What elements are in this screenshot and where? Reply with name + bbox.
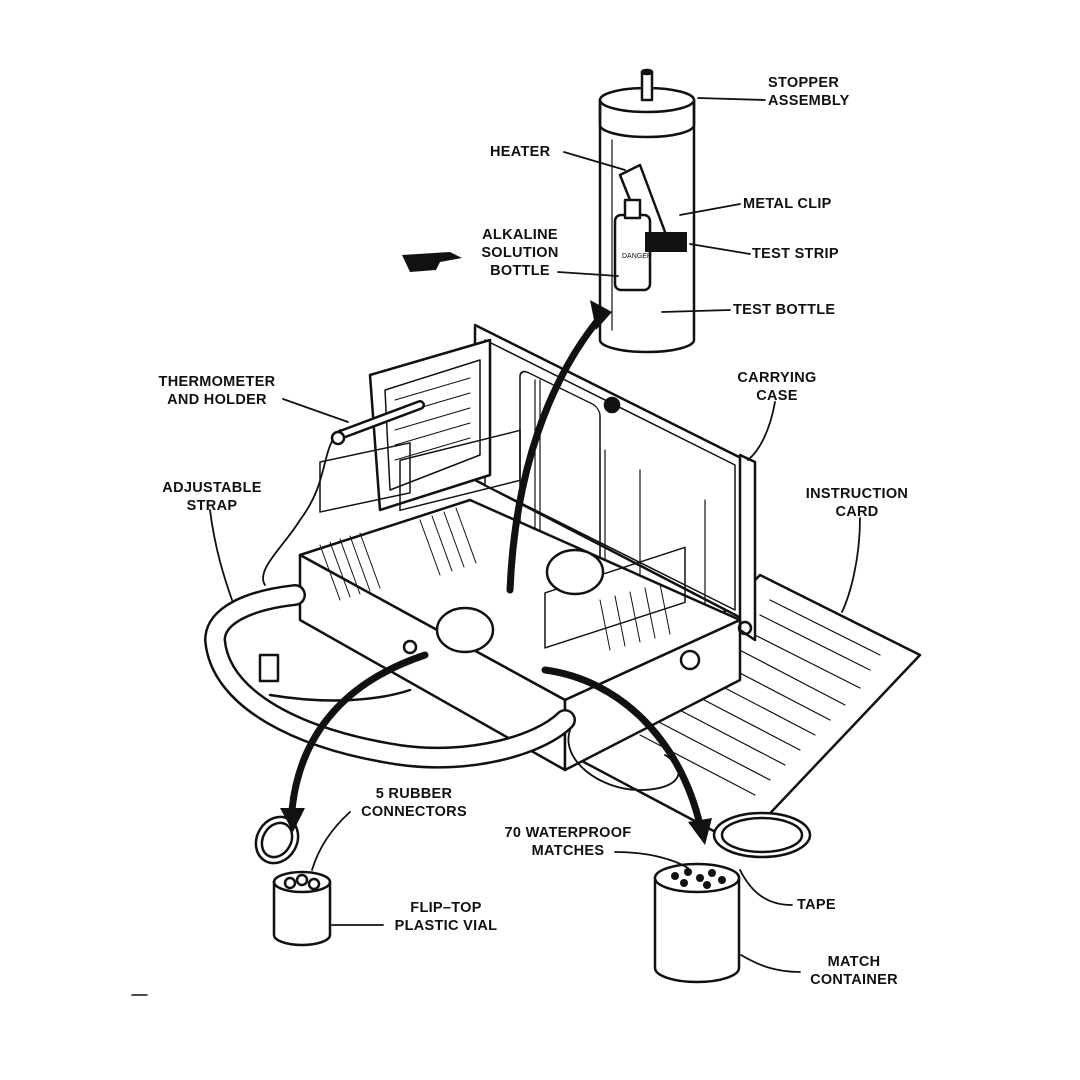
label-waterproof-matches: 70 WATERPROOF MATCHES (505, 824, 632, 860)
label-flip-top-plastic-vial: FLIP–TOP PLASTIC VIAL (395, 899, 498, 935)
pointing-hand-icon (402, 252, 462, 272)
label-line: CASE (756, 388, 798, 404)
label-heater: HEATER (490, 144, 551, 160)
label-rubber-connectors: 5 RUBBER CONNECTORS (361, 785, 467, 821)
label-line: FLIP–TOP (410, 900, 482, 916)
match-container-drawing (653, 811, 812, 984)
label-line: BOTTLE (490, 263, 550, 279)
label-line: ASSEMBLY (768, 93, 850, 109)
label-line: THERMOMETER (158, 374, 276, 390)
label-test-bottle: TEST BOTTLE (733, 302, 836, 318)
thermometer-drawing (330, 400, 425, 446)
label-line: MATCHES (531, 843, 605, 859)
label-line: STRAP (186, 498, 238, 514)
flip-top-vial-drawing (254, 815, 332, 947)
label-alkaline-solution-bottle: ALKALINE SOLUTION BOTTLE (481, 226, 558, 280)
label-line: AND HOLDER (167, 392, 267, 408)
svg-text:DANGER: DANGER (622, 253, 652, 260)
label-line: PLASTIC VIAL (394, 918, 498, 934)
label-line: CONTAINER (810, 972, 898, 988)
label-test-strip: TEST STRIP (752, 246, 839, 262)
label-line: CARD (835, 504, 879, 520)
label-line: INSTRUCTION (805, 486, 909, 502)
label-line: SOLUTION (481, 245, 559, 261)
label-line: ADJUSTABLE (162, 480, 262, 496)
adjustable-strap-drawing (204, 429, 680, 791)
label-thermometer-and-holder: THERMOMETER AND HOLDER (159, 373, 276, 409)
label-line: ALKALINE (482, 227, 558, 243)
label-line: MATCH (827, 954, 881, 970)
test-bottle-drawing: DANGER (598, 68, 696, 354)
label-line: 5 RUBBER (375, 786, 453, 802)
label-tape: TAPE (797, 897, 836, 913)
label-line: STOPPER (768, 75, 840, 91)
label-stopper-assembly: STOPPER ASSEMBLY (768, 74, 850, 110)
label-match-container: MATCH CONTAINER (810, 953, 898, 989)
callout-arrows (288, 316, 704, 829)
leader-lines (209, 97, 861, 973)
carrying-case-drawing (298, 323, 757, 772)
label-line: CONNECTORS (361, 804, 467, 820)
label-instruction-card: INSTRUCTION CARD (806, 485, 908, 521)
label-adjustable-strap: ADJUSTABLE STRAP (162, 479, 261, 515)
label-line: CARRYING (737, 370, 817, 386)
label-carrying-case: CARRYING CASE (737, 369, 816, 405)
label-metal-clip: METAL CLIP (743, 196, 832, 212)
label-line: 70 WATERPROOF (504, 825, 632, 841)
